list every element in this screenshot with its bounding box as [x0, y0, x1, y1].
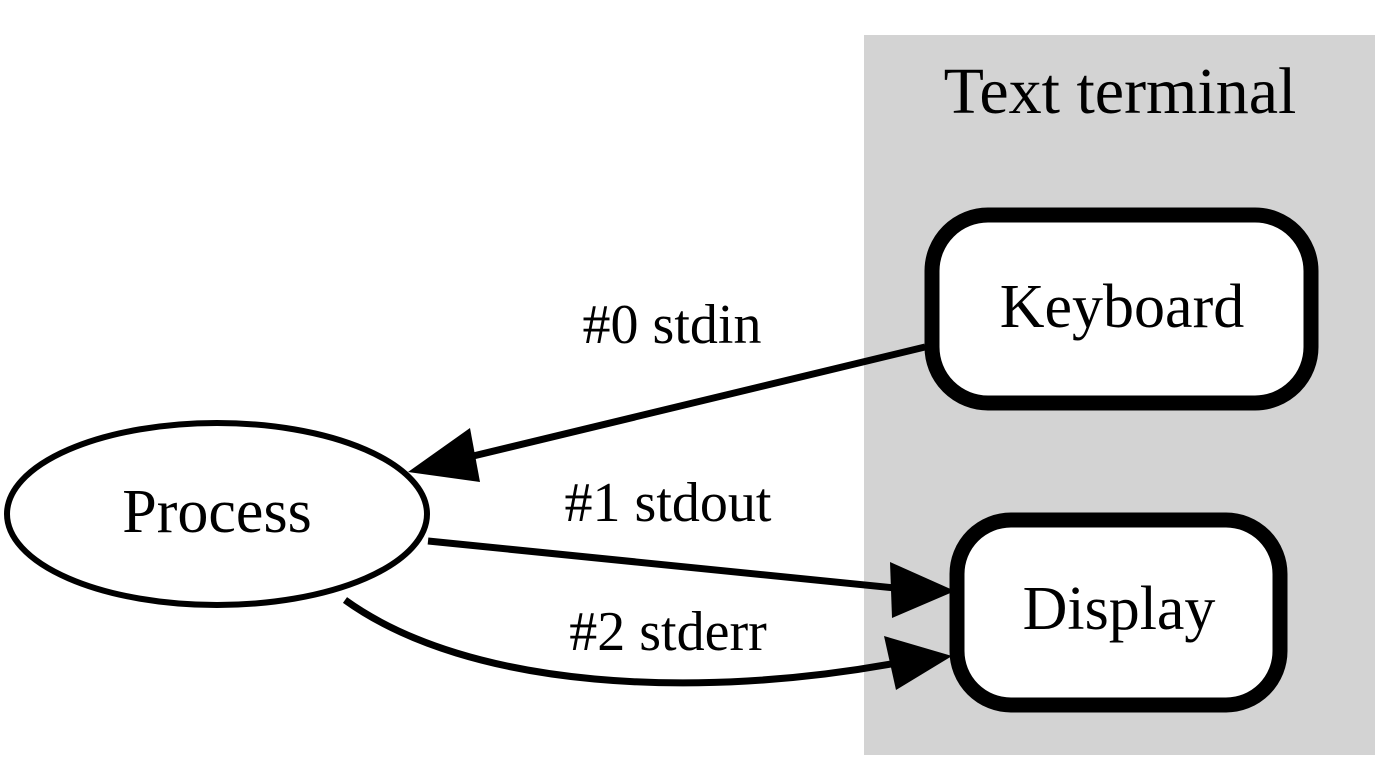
process-label: Process [122, 478, 311, 546]
node-display[interactable]: Display [949, 512, 1288, 713]
edge-stdout-label: #1 stdout [565, 472, 772, 534]
keyboard-box-shape [924, 207, 1319, 411]
display-label: Display [1023, 575, 1216, 643]
edge-stdin-label: #0 stdin [583, 294, 762, 356]
edge-stderr-line [342, 597, 903, 687]
edge-stdout-line [427, 537, 906, 593]
edge-stderr-label: #2 stderr [569, 601, 767, 663]
edge-stderr-arrowhead [884, 636, 952, 690]
edge-stdin: #0 stdin [408, 294, 926, 482]
display-box-shape [949, 512, 1288, 713]
edge-stdout-arrowhead [890, 562, 955, 618]
node-process[interactable]: Process [4, 420, 430, 608]
text-terminal-group-title: Text terminal [944, 55, 1297, 128]
keyboard-label: Keyboard [1000, 273, 1244, 341]
edge-stdin-line [439, 343, 926, 468]
edge-stdout: #1 stdout [427, 472, 955, 618]
edge-stdin-arrowhead [408, 428, 480, 482]
node-keyboard[interactable]: Keyboard [924, 207, 1319, 411]
edge-stderr: #2 stderr [342, 597, 952, 690]
process-ellipse-shape [4, 420, 430, 608]
